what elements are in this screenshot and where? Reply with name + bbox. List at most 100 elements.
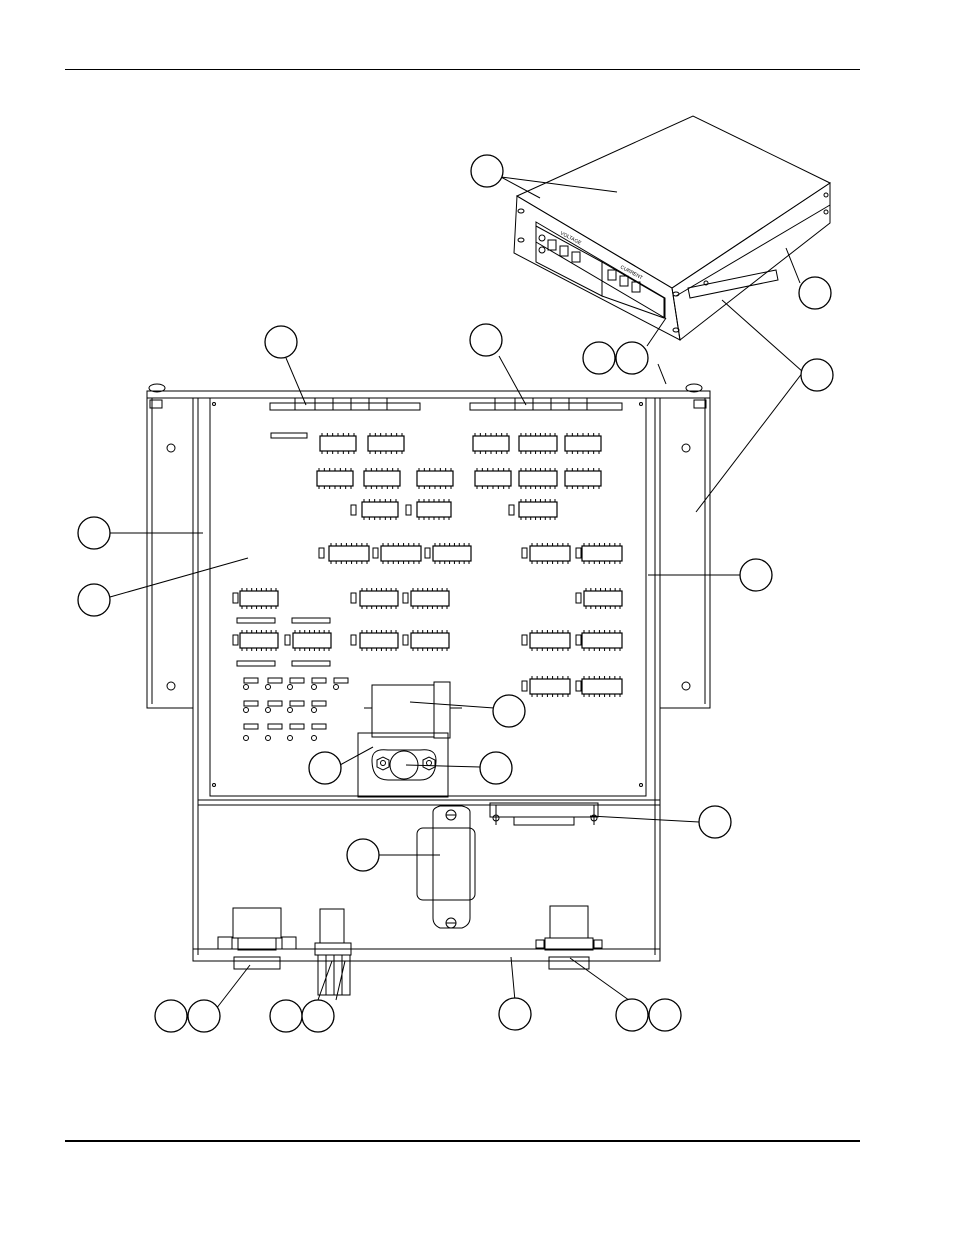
ic-chip [416, 468, 454, 489]
solder-pad [311, 684, 317, 690]
ic-chip [581, 543, 623, 564]
header-rule [65, 69, 860, 70]
ic-chip [432, 543, 472, 564]
ic-chip [583, 588, 623, 609]
callout-bubble [800, 358, 834, 392]
enclosure-front-panel [513, 195, 681, 341]
passive-component [311, 723, 327, 730]
bottom-wall [192, 948, 661, 962]
callout-bubble [308, 751, 342, 785]
connector-right [535, 905, 603, 970]
passive-component [521, 547, 528, 559]
callout-bubble [615, 998, 649, 1032]
passive-component [424, 547, 431, 559]
ic-chip-array [239, 433, 623, 697]
connector-left [217, 907, 297, 970]
ic-chip [319, 433, 357, 454]
solder-pad [287, 684, 293, 690]
edge-connector-left [269, 402, 421, 411]
callout-bubble [301, 999, 335, 1033]
edge-connector-right [469, 402, 623, 411]
callout-bubble [264, 325, 298, 359]
callout-bubble [698, 805, 732, 839]
solder-pad [333, 684, 339, 690]
callout-bubble [615, 341, 649, 375]
ic-chip [328, 543, 370, 564]
footer-rule [65, 1140, 860, 1142]
passive-component [575, 680, 582, 692]
solder-pad [265, 684, 271, 690]
passive-components [232, 504, 582, 741]
callout-bubble [798, 276, 832, 310]
ic-chip [367, 433, 405, 454]
passive-component [236, 617, 276, 624]
enclosure-top-cover [515, 115, 832, 289]
ic-chip [410, 630, 450, 651]
ic-chip [518, 499, 558, 520]
enclosure-side-wall [671, 182, 831, 341]
callout-bubble [648, 998, 682, 1032]
callout-bubble [492, 694, 526, 728]
passive-component [350, 634, 357, 646]
heatsink-bracket [357, 732, 449, 798]
circuit-board [209, 397, 647, 797]
passive-component [236, 660, 276, 667]
ic-chip [316, 468, 354, 489]
passive-component [243, 723, 259, 730]
callout-bubble [154, 999, 188, 1033]
callout-bubbles [77, 154, 834, 1033]
passive-component [311, 700, 327, 707]
ic-chip [518, 433, 558, 454]
passive-component [521, 680, 528, 692]
solder-pad [265, 707, 271, 713]
passive-component [291, 617, 331, 624]
passive-component [284, 634, 291, 646]
passive-component [311, 677, 327, 684]
solder-pad [287, 735, 293, 741]
ic-chip [529, 543, 571, 564]
callout-bubble [739, 558, 773, 592]
ic-chip [410, 588, 450, 609]
enclosure-isometric-view: VOLTAGE CURRENT [513, 115, 832, 341]
solder-pad [311, 707, 317, 713]
passive-component [289, 700, 305, 707]
passive-component [405, 504, 412, 516]
solder-pad [243, 707, 249, 713]
right-mounting-bracket [660, 398, 711, 709]
ic-chip [529, 676, 571, 697]
passive-component [333, 677, 349, 684]
power-transistor [371, 749, 437, 781]
callout-bubble [346, 838, 380, 872]
passive-component [267, 700, 283, 707]
ic-chip [363, 468, 401, 489]
ic-chip [564, 433, 602, 454]
enclosure-plan-view [146, 383, 711, 996]
ic-chip [416, 499, 452, 520]
passive-component [372, 547, 379, 559]
passive-component [318, 547, 325, 559]
callout-bubble [469, 323, 503, 357]
ic-chip [359, 630, 399, 651]
passive-component [508, 504, 515, 516]
callout-bubble [187, 999, 221, 1033]
ic-chip [361, 499, 399, 520]
ic-chip [581, 630, 623, 651]
ic-chip [292, 630, 332, 651]
passive-component [291, 660, 331, 667]
left-mounting-bracket [146, 398, 193, 709]
passive-component [575, 592, 582, 604]
transformer [416, 827, 476, 901]
solder-pad [265, 735, 271, 741]
callout-bubble [498, 997, 532, 1031]
solder-pad [311, 735, 317, 741]
callout-bubble [479, 751, 513, 785]
passive-component [521, 634, 528, 646]
passive-component [289, 723, 305, 730]
current-display-window [601, 261, 665, 319]
leader-lines [109, 176, 804, 1010]
ic-chip [518, 468, 558, 489]
passive-component [575, 634, 582, 646]
ic-chip [359, 588, 399, 609]
callout-bubble [582, 341, 616, 375]
